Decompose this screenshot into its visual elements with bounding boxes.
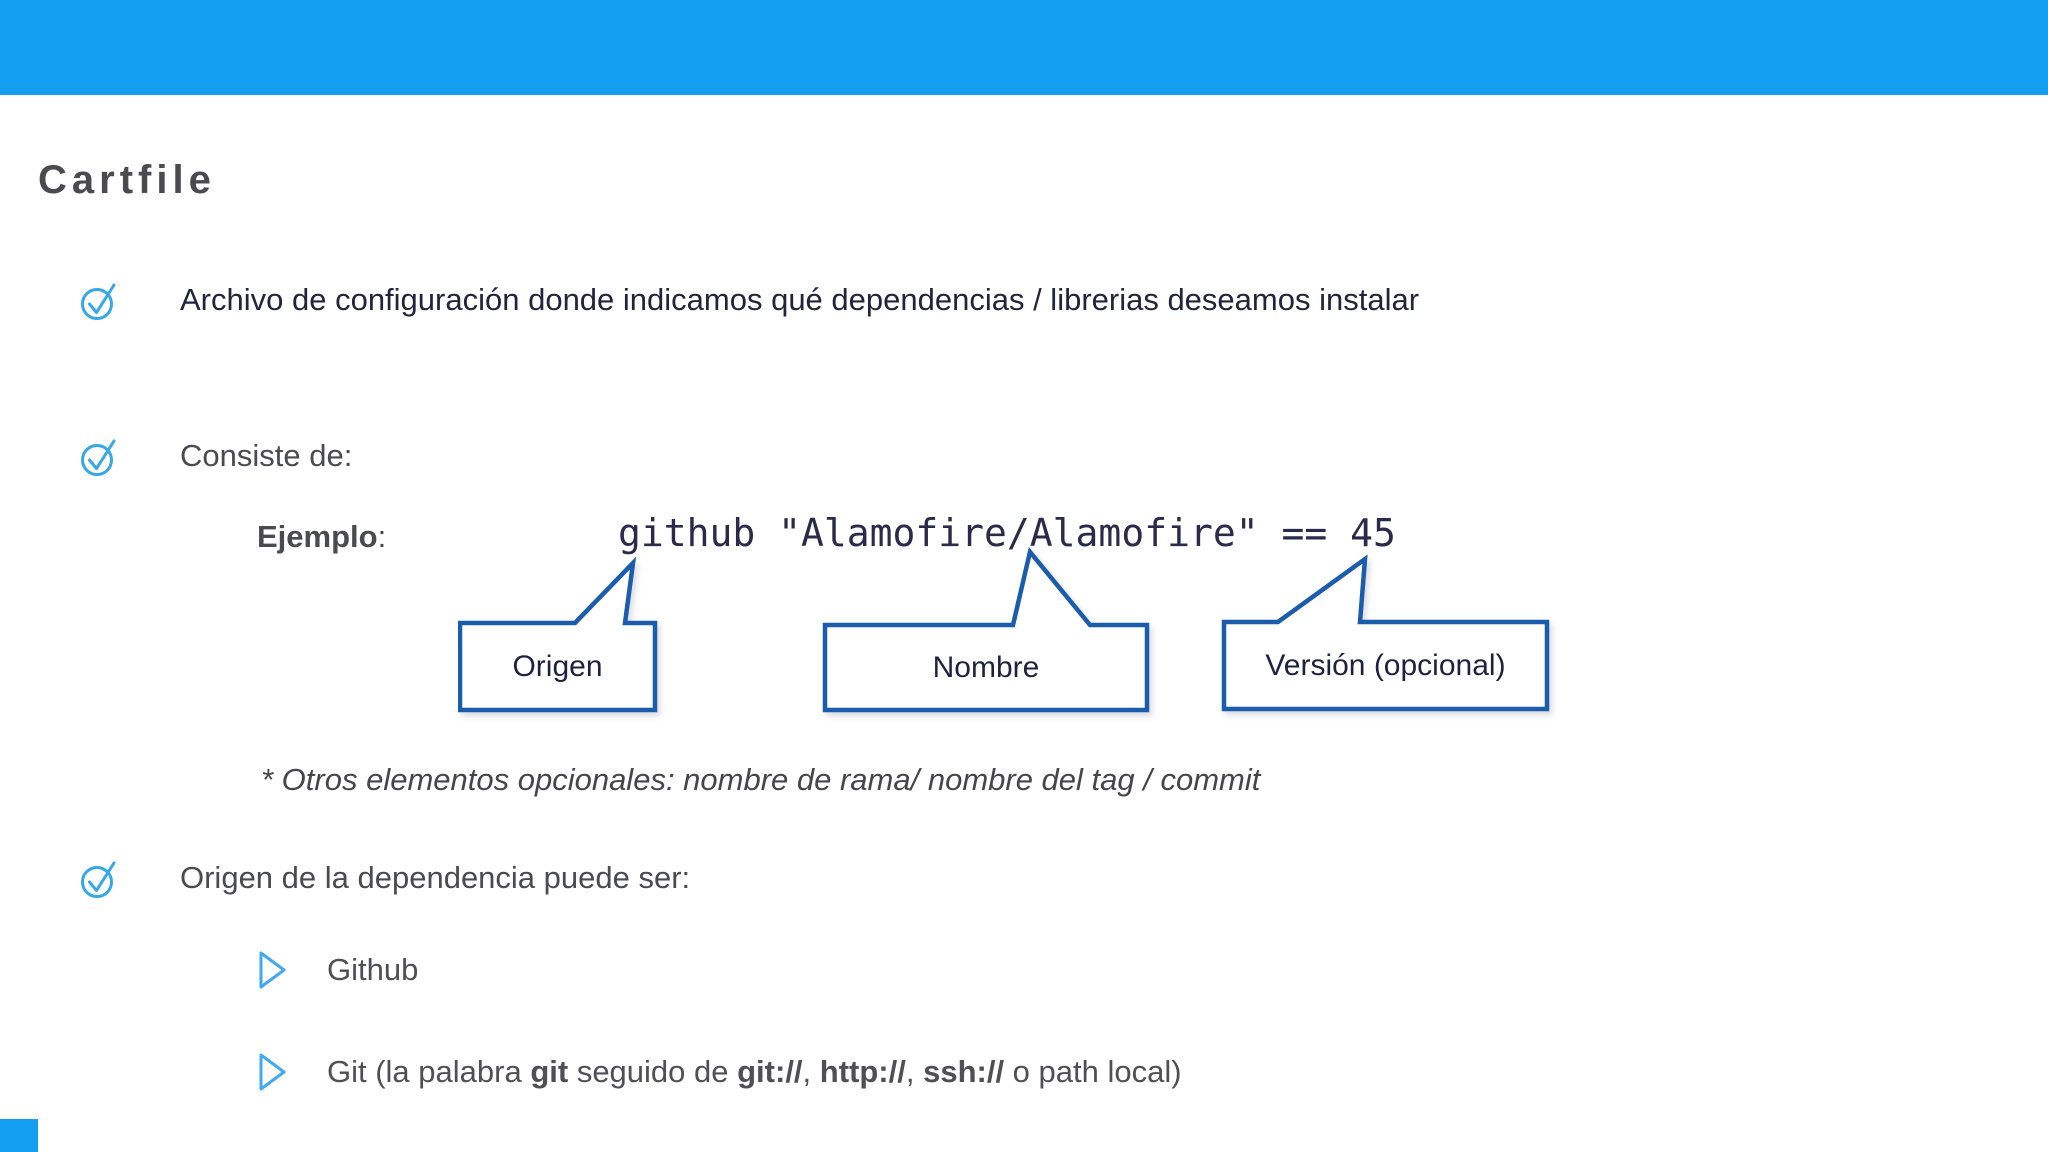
top-accent-bar — [0, 0, 2048, 95]
callout-shape — [458, 556, 658, 713]
sub-bullet-github: Github — [258, 948, 418, 992]
text-segment: , — [905, 1054, 924, 1089]
callout-label: Nombre — [932, 650, 1040, 684]
bullet-text: Archivo de configuración donde indicamos… — [180, 282, 1420, 317]
play-triangle-icon — [258, 1051, 288, 1093]
example-label-word: Ejemplo — [257, 519, 378, 554]
text-segment-bold: ssh:// — [923, 1054, 1005, 1089]
check-circle-icon — [80, 855, 118, 901]
text-segment: o path local) — [1004, 1054, 1182, 1089]
text-segment-bold: git:// — [737, 1054, 803, 1089]
play-triangle-icon — [258, 949, 288, 991]
example-code: github "Alamofire/Alamofire" == 45 — [618, 511, 1396, 555]
page-title: Cartfile — [38, 158, 216, 202]
callout-version: Versión (opcional) — [1220, 546, 1550, 712]
bottom-corner-accent — [0, 1119, 38, 1152]
callout-shape — [822, 547, 1150, 713]
callout-nombre: Nombre — [821, 545, 1151, 715]
check-circle-icon — [80, 277, 118, 323]
text-segment: , — [802, 1054, 820, 1089]
bullet-item-archivo: Archivo de configuración donde indicamos… — [80, 277, 1419, 323]
bullet-item-origen-dependencia: Origen de la dependencia puede ser: — [80, 855, 690, 901]
callout-label: Origen — [512, 649, 603, 683]
example-label: Ejemplo: — [257, 514, 386, 560]
bullet-item-consiste: Consiste de: — [80, 433, 352, 479]
example-label-colon: : — [377, 519, 387, 554]
callout-origen: Origen — [458, 548, 660, 714]
text-segment: Git (la palabra — [327, 1054, 531, 1089]
sub-bullet-git: Git (la palabra git seguido de git://, h… — [258, 1050, 1182, 1094]
text-segment: Github — [327, 952, 419, 987]
optional-note: * Otros elementos opcionales: nombre de … — [261, 762, 1261, 797]
callout-label: Versión (opcional) — [1265, 648, 1506, 682]
text-segment-bold: http:// — [819, 1054, 906, 1089]
check-circle-icon — [80, 433, 118, 479]
callout-shape — [1221, 554, 1550, 712]
sub-bullet-text: Git (la palabra git seguido de git://, h… — [327, 1050, 1182, 1094]
sub-bullet-text: Github — [327, 948, 418, 992]
text-segment-bold: git — [530, 1054, 569, 1089]
bullet-text: Consiste de: — [180, 438, 353, 473]
text-segment: seguido de — [568, 1054, 738, 1089]
bullet-text: Origen de la dependencia puede ser: — [180, 860, 691, 895]
